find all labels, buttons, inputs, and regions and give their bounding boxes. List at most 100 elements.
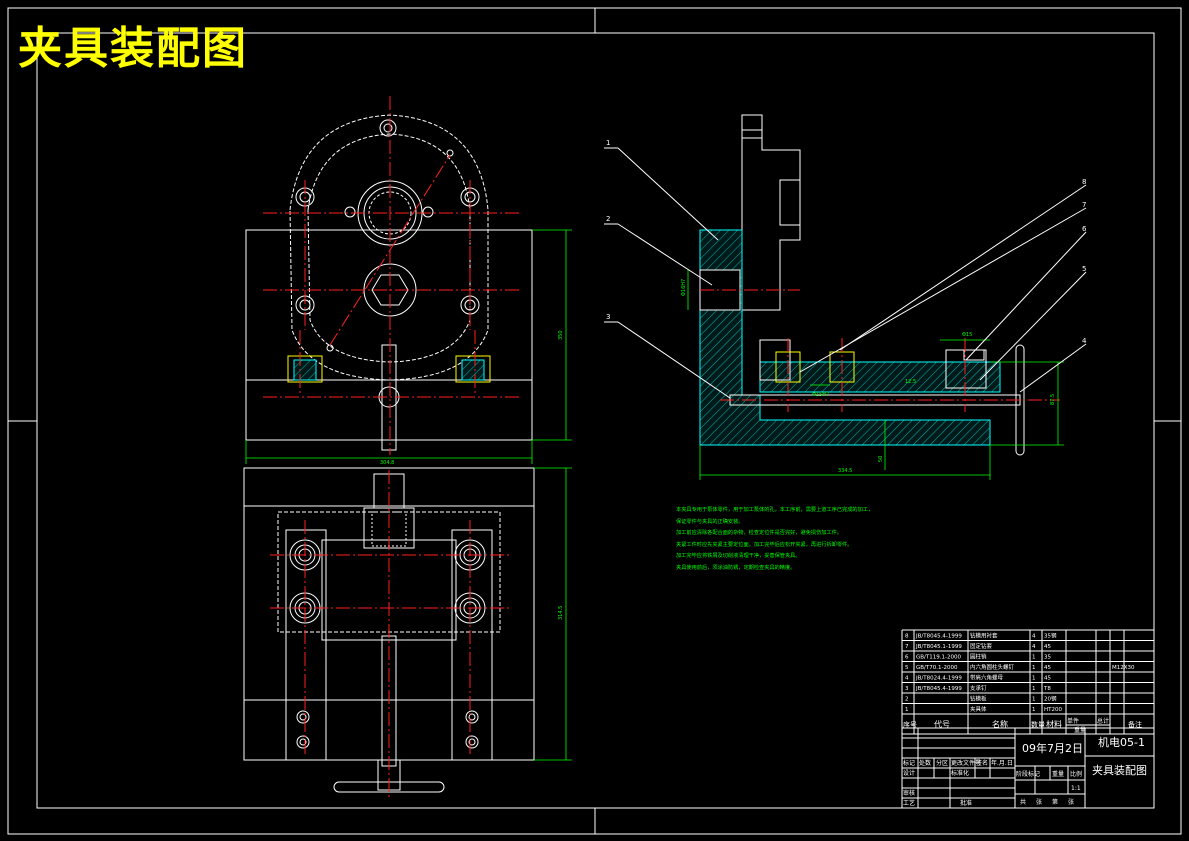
tb-label-sign: 签名	[976, 759, 988, 767]
bom-row-material: 35钢	[1044, 632, 1057, 640]
title-block	[901, 727, 1155, 809]
note-4: 加工完毕应将铁屑及切削液清理干净，妥善保管夹具。	[676, 553, 801, 559]
dim-front-height: 350	[558, 330, 564, 340]
dim-bolt: Φ15H7	[812, 392, 829, 398]
callout-1: 1	[606, 139, 610, 147]
bom-row-qty: 1	[1032, 655, 1036, 661]
bom-row-no: 3	[905, 686, 909, 692]
bom-row-material: T8	[1043, 686, 1051, 692]
tb-label-weight: 重量	[1052, 770, 1064, 778]
bom-row-no: 6	[905, 655, 909, 661]
bom-row-material: 45	[1044, 644, 1051, 650]
dim-pin: Φ15	[962, 332, 972, 338]
bom-row-code: JB/T8045.1-1999	[915, 644, 962, 650]
bom-row-qty: 1	[1032, 665, 1036, 671]
bom-header-total: 总计	[1097, 717, 1109, 725]
tb-label-sheet: 张	[1068, 798, 1074, 806]
bom-row-name: 固定钻套	[970, 642, 993, 650]
bom-row-code: JB/T8045.4-1999	[915, 634, 962, 640]
note-3: 夹紧工件时应先夹紧主要定位面，加工完毕后应松开夹紧，再进行拆卸零件。	[676, 541, 853, 548]
bom-row-code: JB/T8045.4-1999	[915, 686, 962, 692]
titleblock-date: 09年7月2日	[1022, 741, 1083, 755]
bom-row-name: 圆柱销	[970, 653, 987, 661]
bom-row-qty: 1	[1032, 707, 1036, 713]
tb-label-zone: 分区	[936, 759, 948, 767]
bom-header-name: 名称	[992, 719, 1008, 729]
front-view	[245, 96, 572, 464]
tb-label-mark: 标记	[903, 759, 915, 767]
note-5: 夹具使用前后，须涂油防锈，定期检查夹具的精度。	[676, 564, 796, 571]
bom-row-qty: 4	[1032, 644, 1036, 650]
bom-header-note: 备注	[1128, 720, 1142, 729]
bom-row-name: 带肩六角螺母	[970, 674, 1004, 682]
callout-2: 2	[606, 215, 610, 223]
side-section-view	[604, 114, 1087, 480]
tb-label-design: 设计	[903, 769, 915, 777]
dim-side-width: 334.5	[838, 468, 852, 474]
bom-row-no: 2	[905, 697, 909, 703]
tb-label-count: 处数	[919, 759, 931, 767]
callout-7: 7	[1082, 201, 1086, 209]
callout-8: 8	[1082, 178, 1086, 186]
tb-label-stage: 阶段标记	[1016, 770, 1040, 778]
note-1: 本夹具专用于泵体零件，用于加工泵体的孔，本工序前，需要上道工序已完成的加工，保证…	[676, 507, 874, 525]
bom-row-material: 20钢	[1044, 695, 1057, 703]
bom-row-no: 4	[905, 676, 909, 682]
bom-row-no: 1	[905, 707, 909, 713]
bom-row-no: 5	[905, 665, 909, 671]
bom-row-material: 35	[1044, 655, 1051, 661]
bom-row-name: 支承钉	[970, 684, 987, 692]
tb-label-date: 年.月.日	[991, 759, 1013, 767]
dim-small: 12.5	[905, 379, 916, 385]
bom-row-name: 钻模用衬套	[970, 632, 998, 640]
bom-row-code: GB/T70.1-2000	[916, 665, 958, 671]
callout-4: 4	[1082, 337, 1087, 345]
bom-row-name: 夹具体	[970, 705, 987, 713]
top-view	[243, 467, 572, 800]
bom-row-qty: 4	[1032, 634, 1036, 640]
tb-label-total: 共	[1020, 798, 1026, 806]
bom-row-qty: 1	[1032, 676, 1036, 682]
tb-label-scale: 比例	[1070, 770, 1082, 778]
bom-row-material: HT200	[1044, 707, 1062, 713]
bom-row-code: GB/T119.1-2000	[916, 655, 961, 661]
bom-row-material: 45	[1044, 665, 1051, 671]
bom-header-single: 单件	[1067, 717, 1079, 725]
bom-row-no: 7	[905, 644, 909, 650]
bom-header-weight: 重量	[1074, 726, 1086, 734]
drawing-title: 夹具装配图	[18, 23, 248, 74]
tb-label-sheets: 张	[1036, 798, 1042, 806]
titleblock-drawing-name: 夹具装配图	[1092, 764, 1147, 777]
dim-side-height: 87.5	[1050, 394, 1056, 405]
bom-row-name: 钻模板	[970, 695, 987, 703]
bom-header-qty: 数量	[1031, 720, 1045, 729]
dim-hole: Φ16H7	[681, 279, 687, 296]
tb-label-page: 第	[1052, 798, 1058, 806]
titleblock-code: 机电05-1	[1098, 735, 1145, 749]
note-2: 加工前应清除各配合面的杂物，检查定位件是否完好，避免损伤加工件。	[676, 530, 843, 536]
tb-label-process: 工艺	[903, 799, 915, 807]
callout-3: 3	[606, 313, 610, 321]
bom-row-name: 内六角圆柱头螺钉	[970, 663, 1015, 671]
bom-row-material: 45	[1044, 676, 1051, 682]
sheet-border	[7, 7, 1182, 835]
tb-label-approve: 批准	[960, 799, 972, 807]
dim-bottom-height: 314.5	[558, 606, 564, 620]
dim-side-small: 50	[878, 456, 884, 462]
callout-6: 6	[1082, 225, 1087, 233]
bom-row-code: JB/T8024.4-1999	[915, 676, 962, 682]
bom-row-no: 8	[905, 634, 909, 640]
bom-row-qty: 1	[1032, 697, 1036, 703]
tb-label-change-doc: 更改文件号	[951, 759, 981, 767]
tb-label-review: 审核	[903, 789, 915, 797]
titleblock-scale: 1:1	[1071, 785, 1081, 792]
bom-header-code: 代号	[934, 719, 950, 729]
dim-front-width: 304.8	[380, 460, 394, 466]
bom-row-qty: 1	[1032, 686, 1036, 692]
bom-header-material: 材料	[1046, 719, 1062, 729]
bom-header-no: 序号	[903, 720, 917, 729]
technical-notes: 本夹具专用于泵体零件，用于加工泵体的孔，本工序前，需要上道工序已完成的加工，保证…	[676, 505, 876, 574]
callout-5: 5	[1082, 265, 1086, 273]
